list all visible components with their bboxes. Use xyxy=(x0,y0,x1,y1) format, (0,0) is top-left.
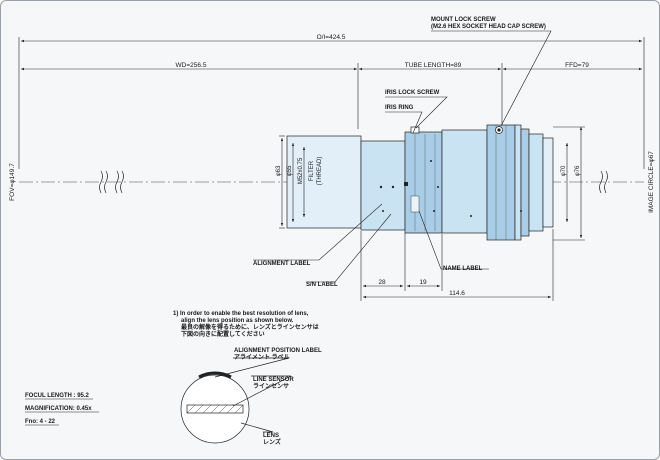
d76-label: φ76 xyxy=(575,165,581,176)
inset-sensor-jp: ラインセンサ xyxy=(253,383,289,390)
filter-thread-label: (THREAD) xyxy=(317,157,323,186)
d55-label: φ55 xyxy=(287,165,293,176)
top-dimensions xyxy=(18,37,645,169)
m52-label: M52x0.75 xyxy=(298,157,304,184)
lens-markings xyxy=(379,160,522,217)
mount-screw-label: MOUNT LOCK SCREW xyxy=(431,17,496,23)
len-19-label: 19 xyxy=(419,279,427,286)
filter-label: FILTER xyxy=(309,160,315,181)
d63-label: φ63 xyxy=(276,165,282,176)
wd-label: WD=256.5 xyxy=(176,62,207,69)
inset-alignment-jp: アライメント ラベル xyxy=(234,354,290,361)
diameter-dimensions xyxy=(279,126,585,241)
note-line-4: 下図の向きに配置してください xyxy=(181,330,265,338)
leader-lines xyxy=(253,30,552,283)
tube-length-label: TUBE LENGTH=89 xyxy=(405,62,462,69)
axis-break-marks xyxy=(99,170,608,194)
inset-alignment-en: ALIGNMENT POSITION LABEL xyxy=(234,348,322,354)
len-114-label: 114.6 xyxy=(449,290,465,297)
len-28-label: 28 xyxy=(378,279,386,286)
bottom-dimensions xyxy=(360,229,554,301)
note-line-1: 1) In order to enable the best resolutio… xyxy=(173,311,309,317)
spec-underlines xyxy=(25,398,99,426)
overall-length-label: O/I=424.5 xyxy=(317,34,346,41)
fov-label: FOV=φ149.7 xyxy=(9,163,16,201)
image-circle-label: IMAGE CIRCLE=φ67 xyxy=(648,151,655,213)
sn-label: S/N LABEL xyxy=(306,282,338,288)
magnification-spec: MAGNIFICATION: 0.45x xyxy=(25,406,92,412)
fno-spec: Fno: 4 - 22 xyxy=(25,419,56,425)
inset-sensor-en: LINE SENSOR xyxy=(253,377,294,383)
iris-ring-label: IRIS RING xyxy=(385,105,414,111)
inset-lens-jp: レンズ xyxy=(263,438,281,446)
alignment-label: ALIGNMENT LABEL xyxy=(253,261,311,267)
d70-label: φ70 xyxy=(561,165,567,176)
ffd-label: FFD=79 xyxy=(565,62,589,69)
note-line-3: 最良の解像を得るために、レンズとラインセンサは xyxy=(181,323,319,331)
iris-lock-label: IRIS LOCK SCREW xyxy=(385,90,440,96)
focal-length-spec: FOCUL LENGTH : 95.2 xyxy=(25,393,90,399)
inset-lens-en: LENS xyxy=(263,433,279,439)
alignment-inset xyxy=(180,357,292,444)
lens-body xyxy=(286,124,554,241)
note-line-2: align the lens position as shown below. xyxy=(181,318,294,324)
mount-screw-spec: (M2.6 HEX SOCKET HEAD CAP SCREW) xyxy=(431,24,546,30)
name-label: NAME LABEL xyxy=(443,266,483,272)
